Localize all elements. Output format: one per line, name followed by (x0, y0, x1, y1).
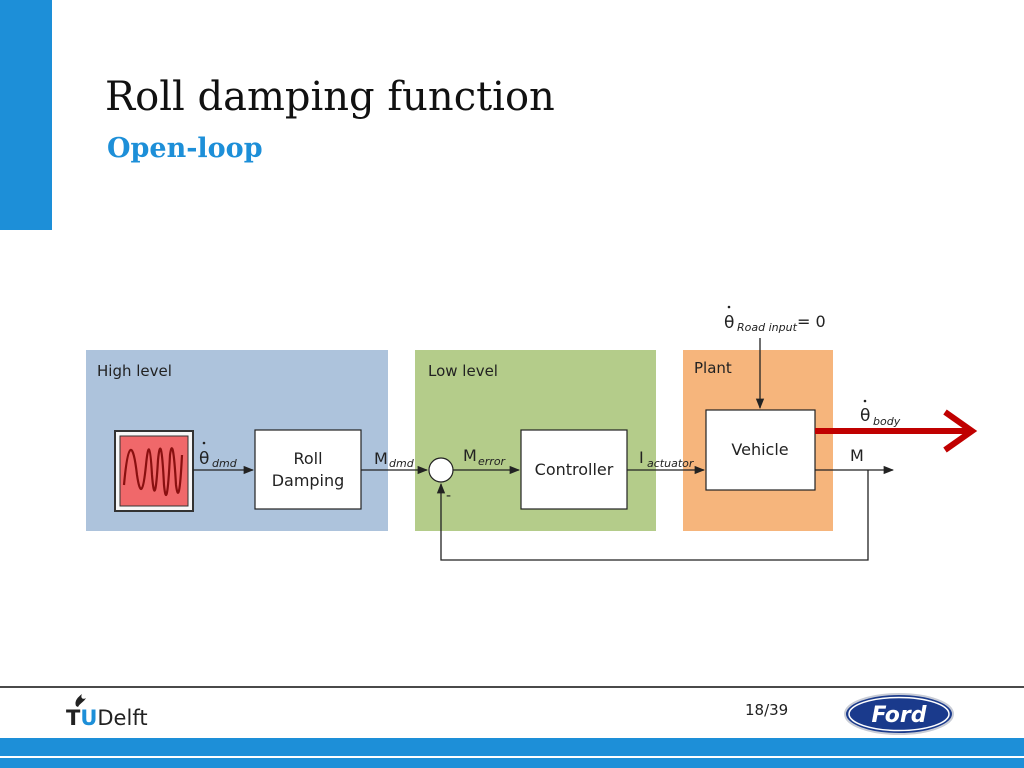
feedback-path (436, 470, 869, 561)
svg-text:Road input: Road input (737, 321, 798, 334)
roll-damping-label-line1: Roll (293, 449, 322, 468)
svg-text:θ: θ (724, 313, 734, 333)
roll-damping-block (254, 429, 362, 510)
controller-block (520, 429, 628, 510)
plant-label: Plant (694, 359, 732, 377)
vehicle-block (705, 409, 816, 491)
accent-bar (0, 0, 52, 230)
signal-i-actuator: I actuator (639, 448, 695, 470)
footer-band-lower (0, 758, 1024, 768)
controller-label: Controller (535, 460, 614, 479)
svg-text:θ: θ (860, 406, 870, 426)
svg-text:actuator: actuator (647, 457, 695, 470)
svg-text:= 0: = 0 (797, 312, 826, 331)
page-number: 18/39 (745, 701, 789, 719)
roll-damping-label-line2: Damping (272, 471, 345, 490)
svg-text:body: body (873, 415, 901, 428)
signal-m-output: M (850, 446, 864, 465)
ford-logo: Ford (844, 693, 954, 735)
signal-theta-road-input: θ Road input = 0 (724, 305, 826, 334)
svg-text:Ford: Ford (871, 703, 926, 728)
signal-theta-body: θ body (860, 399, 901, 428)
svg-text:θ: θ (199, 449, 209, 469)
vehicle-label: Vehicle (731, 440, 788, 459)
signal-m-dmd: M dmd (374, 449, 415, 470)
svg-text:dmd: dmd (389, 457, 415, 470)
footer-band (0, 738, 1024, 756)
footer-divider (0, 686, 1024, 688)
signal-generator-icon (114, 430, 194, 512)
low-level-label: Low level (428, 362, 498, 380)
svg-text:I: I (639, 448, 644, 467)
svg-text:error: error (478, 455, 507, 468)
high-level-label: High level (97, 362, 172, 380)
svg-text:M: M (463, 446, 477, 465)
feedback-minus-sign: - (446, 488, 451, 504)
page-subtitle: Open-loop (107, 133, 263, 164)
block-diagram: High level Low level Plant Roll Damping … (86, 305, 978, 561)
page-title: Roll damping function (105, 74, 555, 120)
summing-junction (428, 457, 454, 483)
tudelft-flame-icon (75, 694, 86, 707)
svg-text:M: M (374, 449, 388, 468)
signal-theta-dmd: θ dmd (199, 441, 238, 470)
signal-m-error: M error (463, 446, 507, 468)
svg-text:dmd: dmd (212, 457, 238, 470)
body-roll-output-arrow (815, 409, 978, 453)
tudelft-logo: TUDelft (66, 706, 148, 730)
